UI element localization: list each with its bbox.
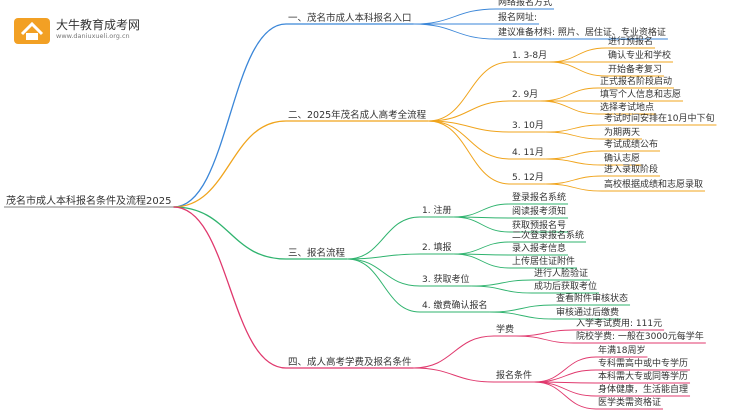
b3-g1-item-1: 登录报名系统 bbox=[512, 193, 567, 203]
connector-curve bbox=[545, 131, 603, 140]
b4-g2-item-1: 年满18周岁 bbox=[598, 346, 646, 356]
connector-curve bbox=[534, 369, 597, 383]
b2-group-4: 4. 11月 bbox=[512, 148, 544, 158]
connector-curve bbox=[413, 23, 497, 40]
connector-curve bbox=[347, 253, 421, 260]
connector-curve bbox=[428, 120, 511, 185]
b2-group-2: 2. 9月 bbox=[512, 90, 539, 100]
connector-curve bbox=[545, 158, 603, 166]
b2-group-3: 3. 10月 bbox=[512, 121, 544, 131]
b2-g4-item-2: 确认志愿 bbox=[604, 154, 641, 164]
b3-g2-item-3: 上传居住证附件 bbox=[512, 257, 576, 267]
b2-g2-item-3: 选择考试地点 bbox=[600, 103, 655, 113]
b4-group-1: 学费 bbox=[496, 325, 515, 335]
connector-curve bbox=[173, 23, 287, 208]
connector-curve bbox=[413, 367, 495, 383]
b1-item-2: 报名网址: bbox=[498, 13, 538, 23]
b4-group-2: 报名条件 bbox=[496, 371, 533, 381]
connector-curve bbox=[453, 241, 511, 255]
b1-item-3: 建议准备材料: 照片、居住证、专业资格证 bbox=[498, 28, 666, 38]
b2-g5-item-1: 进入录取阶段 bbox=[604, 165, 659, 175]
connector-curve bbox=[173, 206, 287, 260]
connector-curve bbox=[453, 253, 511, 269]
b4-g1-item-1: 入学考试费用: 111元 bbox=[576, 319, 663, 329]
b4-g2-item-4: 身体健康，生活能自理 bbox=[598, 385, 689, 395]
brand-domain: www.daniuxueli.org.cn bbox=[56, 32, 130, 40]
b2-g2-item-2: 填写个人信息和志愿 bbox=[600, 90, 682, 100]
connector-curve bbox=[534, 381, 597, 410]
connector-curve bbox=[540, 100, 599, 115]
connector-curve bbox=[428, 120, 511, 160]
b2-g4-item-1: 考试成绩公布 bbox=[604, 140, 659, 150]
logo-icon bbox=[12, 14, 52, 50]
b2-g1-item-1: 进行预报名 bbox=[608, 37, 654, 47]
b3-g1-item-2: 阅读报考须知 bbox=[512, 207, 567, 217]
b3-g3-item-1: 进行人脸验证 bbox=[534, 269, 589, 279]
b2-g2-item-1: 正式报名阶段启动 bbox=[600, 77, 673, 87]
connector-curve bbox=[347, 258, 421, 287]
b2-g5-item-2: 高校根据成绩和志愿录取 bbox=[604, 180, 704, 190]
connector-curve bbox=[545, 175, 603, 185]
connector-curve bbox=[471, 285, 533, 294]
connector-curve bbox=[516, 329, 575, 337]
connector-curve bbox=[516, 335, 575, 344]
connector-curve bbox=[534, 356, 597, 383]
connector-curve bbox=[173, 206, 287, 369]
b3-g2-item-2: 录入报考信息 bbox=[512, 244, 567, 254]
root-title: 茂名市成人本科报名条件及流程2025 bbox=[6, 196, 172, 207]
b1-item-1: 网络报名方式 bbox=[498, 0, 553, 8]
connector-curve bbox=[347, 258, 421, 313]
connector-curve bbox=[545, 183, 603, 192]
connector-curve bbox=[428, 100, 511, 122]
b4-g2-item-5: 医学类需资格证 bbox=[598, 398, 662, 408]
branch-1-label: 一、茂名市成人本科报名入口 bbox=[288, 13, 412, 24]
connector-curve bbox=[471, 279, 533, 287]
branch-3-label: 三、报名流程 bbox=[288, 248, 346, 259]
brand-name: 大牛教育成考网 bbox=[56, 18, 141, 32]
connector-curve bbox=[545, 124, 603, 133]
connector-curve bbox=[173, 120, 287, 208]
connector-curve bbox=[540, 87, 599, 102]
branch-4-label: 四、成人高考学费及报名条件 bbox=[288, 357, 412, 368]
b4-g1-item-2: 院校学费: 一般在3000元每学年 bbox=[576, 332, 704, 342]
b2-g1-item-3: 开始备考复习 bbox=[608, 65, 663, 75]
connector-curve bbox=[428, 61, 511, 122]
b2-g3-item-1: 考试时间安排在10月中下旬 bbox=[604, 114, 715, 124]
b2-group-5: 5. 12月 bbox=[512, 173, 544, 183]
connector-curve bbox=[453, 203, 511, 218]
connector-curve bbox=[489, 311, 555, 320]
b4-g2-item-3: 本科需大专或同等学历 bbox=[598, 372, 689, 382]
b3-g3-item-2: 成功后获取考位 bbox=[534, 282, 598, 292]
connector-curve bbox=[347, 216, 421, 260]
b3-group-4: 4. 缴费确认报名 bbox=[422, 301, 488, 311]
b3-g4-item-1: 查看附件审核状态 bbox=[556, 294, 629, 304]
connector-curve bbox=[453, 216, 511, 233]
b2-group-1: 1. 3-8月 bbox=[512, 51, 548, 61]
b3-group-2: 2. 填报 bbox=[422, 243, 452, 253]
b2-g3-item-2: 为期两天 bbox=[604, 128, 641, 138]
connector-curve bbox=[489, 304, 555, 313]
b3-g4-item-2: 审核通过后缴费 bbox=[556, 308, 620, 318]
brand: 大牛教育成考网 www.daniuxueli.org.cn bbox=[56, 18, 140, 41]
connector-curve bbox=[413, 8, 497, 25]
connector-curve bbox=[413, 335, 495, 369]
connector-curve bbox=[534, 381, 597, 397]
b3-group-1: 1. 注册 bbox=[422, 206, 452, 216]
b3-group-3: 3. 获取考位 bbox=[422, 275, 470, 285]
b4-g2-item-2: 专科需高中或中专学历 bbox=[598, 359, 689, 369]
b3-g2-item-1: 二次登录报名系统 bbox=[512, 231, 585, 241]
connector-curve bbox=[549, 47, 607, 63]
connector-curve bbox=[549, 61, 607, 77]
b3-g1-item-3: 获取预报名号 bbox=[512, 221, 567, 231]
connector-curve bbox=[545, 150, 603, 160]
b2-g1-item-2: 确认专业和学校 bbox=[608, 51, 672, 61]
branch-2-label: 二、2025年茂名成人高考全流程 bbox=[288, 110, 427, 121]
connector-curve bbox=[428, 120, 511, 133]
